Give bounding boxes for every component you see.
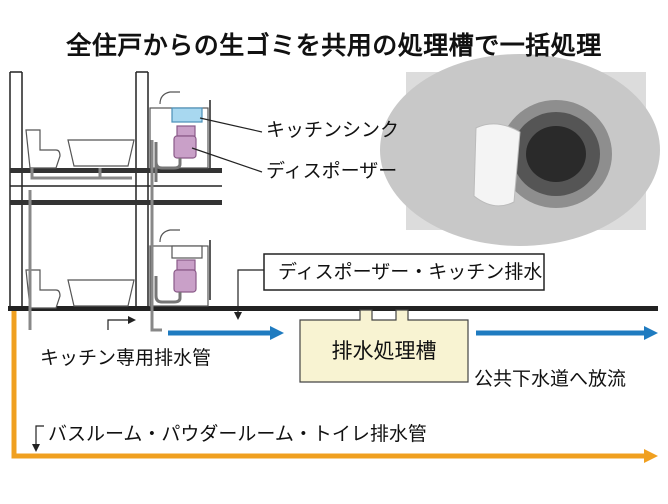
kitchen-drain-pipe-label: キッチン専用排水管 [40, 347, 212, 369]
public-sewer-label: 公共下水道へ放流 [474, 368, 627, 390]
kitchen-pipe-pointer [107, 316, 136, 330]
disposer-label: ディスポーザー [266, 160, 398, 182]
ground-line [8, 306, 658, 311]
kitchen-sink-label: キッチンシンク [266, 119, 400, 141]
upper-floor-fixtures [25, 91, 209, 182]
lower-floor-fixtures [25, 229, 209, 309]
upper-drain-pipes [30, 168, 132, 180]
building-frame [9, 71, 222, 310]
stack-pipes [28, 140, 162, 332]
treatment-tank [299, 309, 469, 383]
treatment-tank-label: 排水処理槽 [331, 339, 437, 363]
other-drain-arrow [11, 311, 658, 463]
kitchen-flow-arrow [168, 326, 658, 340]
other-drain-label: バスルーム・パウダールーム・トイレ排水管 [48, 423, 427, 445]
leader-lines [191, 117, 263, 173]
sink-photo-inset [380, 54, 660, 246]
kitchen-drain-callout [234, 253, 545, 320]
disposer-kitchen-drain-label: ディスポーザー・キッチン排水 [278, 261, 543, 283]
page-title: 全住戸からの生ゴミを共用の処理槽で一括処理 [66, 31, 602, 60]
